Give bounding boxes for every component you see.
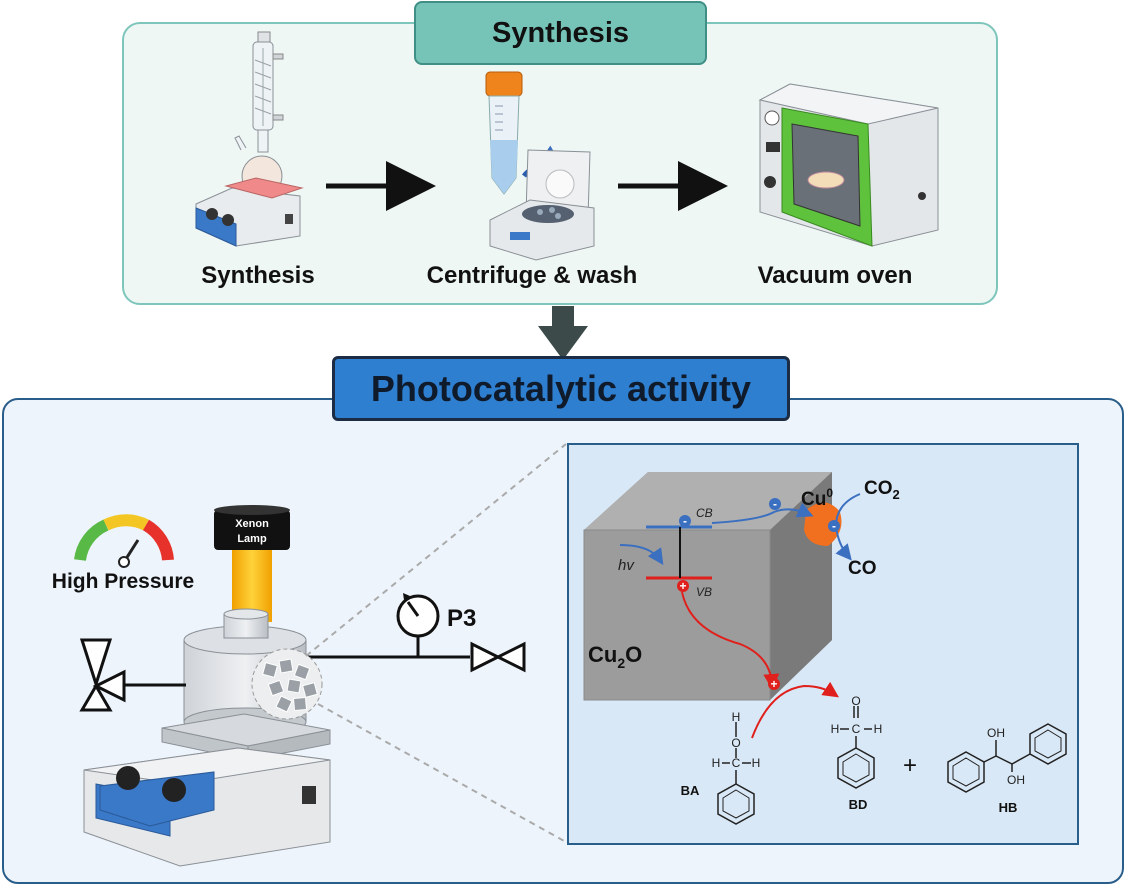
centrifuge-icon	[485, 71, 595, 261]
cu2o-cube	[583, 472, 832, 701]
vacuum-oven-icon	[758, 83, 939, 247]
hotplate-flask-icon	[195, 31, 304, 247]
step-label-synthesis: Synthesis	[201, 262, 315, 289]
hole-sign-vb: +	[679, 579, 686, 593]
cb-label: CB	[696, 506, 713, 520]
bd-atom-h-right: H	[874, 722, 883, 736]
hole-dot-vb	[677, 580, 689, 592]
down-arrow	[538, 306, 588, 360]
electron-dot-transfer	[769, 498, 781, 510]
bd-atom-c: C	[852, 722, 861, 736]
ba-atom-h-right: H	[752, 756, 761, 770]
pressure-meter-icon	[396, 593, 440, 638]
synthesis-title: Synthesis	[414, 1, 707, 65]
electron-sign-cu: -	[832, 519, 836, 533]
bd-label: BD	[849, 797, 868, 812]
pressure-gauge-icon	[74, 514, 174, 568]
step-label-centrifuge: Centrifuge & wash	[426, 262, 638, 289]
oxidation-arrow	[751, 681, 839, 739]
hb-molecule	[947, 723, 1067, 793]
hb-label: HB	[999, 800, 1018, 815]
ba-atom-o: O	[731, 736, 740, 750]
hb-atom-oh-bottom: OH	[1007, 773, 1025, 787]
ba-atom-h-top: H	[732, 710, 741, 724]
zoom-line-bottom	[317, 703, 567, 843]
p3-label: P3	[447, 605, 476, 632]
right-line	[306, 636, 470, 659]
bd-atom-o: O	[851, 694, 860, 708]
electron-sign-cb: -	[683, 514, 687, 528]
ba-molecule	[717, 722, 755, 825]
hole-transfer-arrow	[681, 591, 780, 690]
co-label: CO	[848, 558, 877, 579]
hole-sign-surface: +	[770, 677, 777, 691]
stirrer-hotplate-icon	[83, 713, 331, 867]
bd-atom-h-left: H	[831, 722, 840, 736]
plus-sign: +	[903, 752, 917, 779]
electron-sign-transfer: -	[773, 497, 777, 511]
left-valve-icon	[79, 638, 186, 712]
high-pressure-label: High Pressure	[52, 570, 194, 593]
xenon-lamp-icon	[214, 505, 290, 622]
ba-atom-h-left: H	[712, 756, 721, 770]
electron-dot-cb	[679, 515, 691, 527]
zoom-line-top	[305, 443, 567, 657]
right-valve-icon	[470, 641, 526, 673]
co2-label: CO2	[864, 478, 900, 502]
photocatalytic-title: Photocatalytic activity	[332, 356, 790, 421]
hole-dot-surface	[768, 678, 780, 690]
step-label-vacuum-oven: Vacuum oven	[757, 262, 913, 289]
ba-label: BA	[681, 783, 700, 798]
bd-molecule	[837, 706, 875, 789]
lamp-label-line1: Xenon	[235, 518, 269, 530]
ba-atom-c: C	[732, 756, 741, 770]
catalyst-zoom-icon	[251, 648, 323, 720]
lamp-label-line2: Lamp	[237, 533, 267, 545]
cu0-label: Cu0	[801, 486, 833, 510]
electron-transfer-arrow	[711, 502, 814, 524]
hb-atom-oh-top: OH	[987, 726, 1005, 740]
vb-label: VB	[696, 585, 712, 599]
electron-dot-cu	[828, 520, 840, 532]
cu2o-label: Cu2O	[588, 642, 642, 671]
hv-label: hv	[618, 557, 635, 574]
hv-arrow	[619, 544, 664, 565]
